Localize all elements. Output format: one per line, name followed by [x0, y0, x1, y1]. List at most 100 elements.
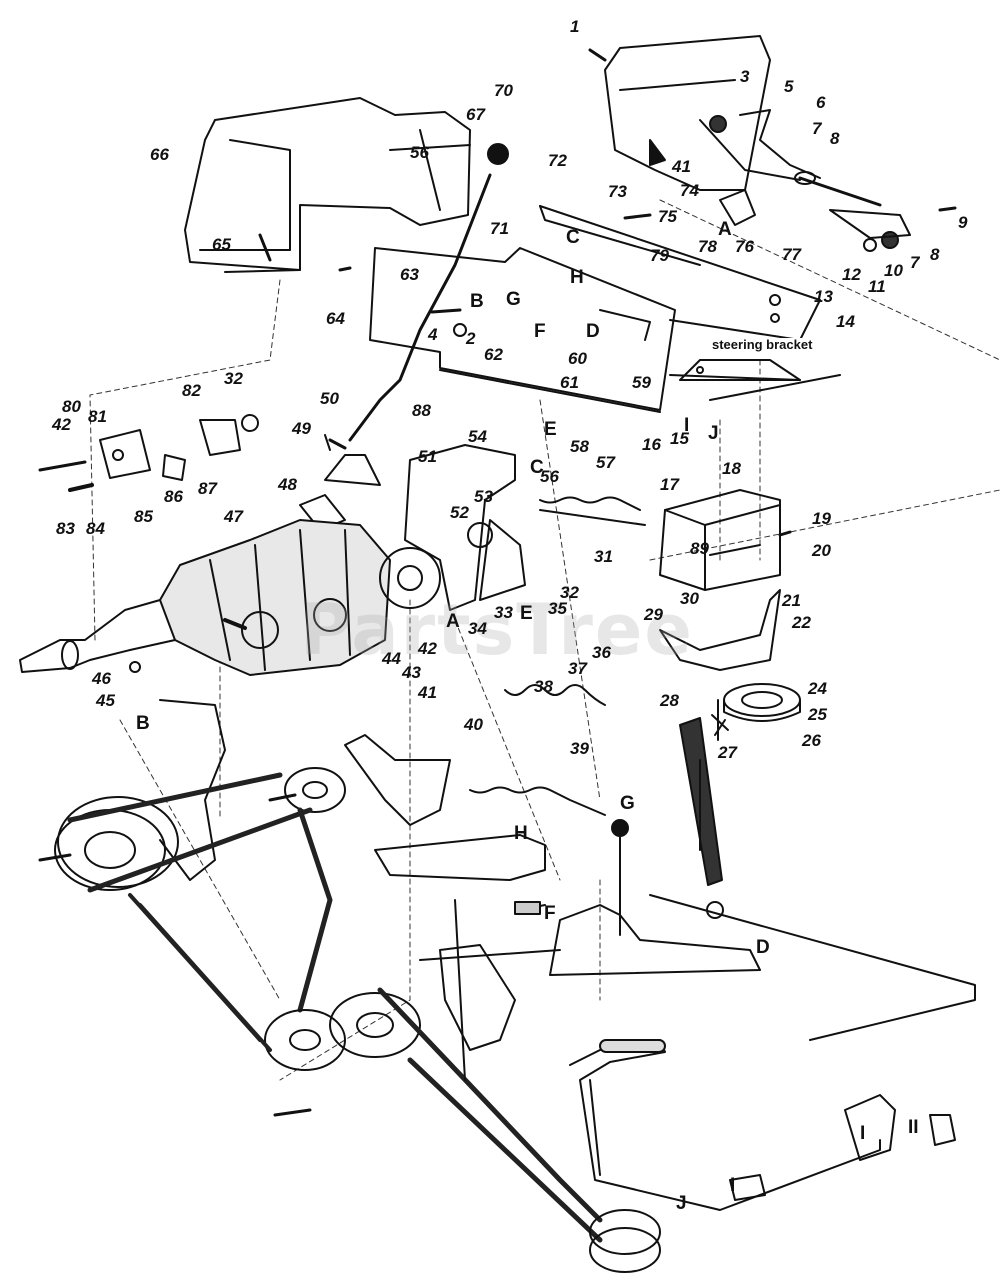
drive-pulleys [54, 699, 661, 1273]
part-label[interactable]: 38 [534, 677, 553, 696]
part-label[interactable]: 31 [594, 547, 613, 566]
part-label[interactable]: 64 [326, 309, 345, 328]
part-label[interactable]: 15 [670, 429, 689, 448]
part-label[interactable]: 43 [402, 663, 421, 682]
part-label[interactable]: 47 [224, 507, 243, 526]
part-label[interactable]: 87 [198, 479, 217, 498]
part-label[interactable]: 2 [466, 329, 476, 348]
part-label[interactable]: 27 [718, 743, 737, 762]
part-label[interactable]: 36 [592, 643, 611, 662]
part-label[interactable]: 35 [548, 599, 567, 618]
part-label[interactable]: 33 [494, 603, 513, 622]
ref-letter-a: A [718, 219, 732, 240]
part-label[interactable]: 80 [62, 397, 81, 416]
ref-letter-e: E [520, 603, 533, 624]
part-label[interactable]: 50 [320, 389, 339, 408]
ref-letter-i: I [860, 1123, 866, 1144]
part-label[interactable]: 79 [650, 246, 669, 265]
part-label[interactable]: 60 [568, 349, 587, 368]
part-label[interactable]: 83 [56, 519, 75, 538]
part-label[interactable]: 42 [418, 639, 437, 658]
part-label[interactable]: 71 [490, 219, 509, 238]
part-label[interactable]: 72 [548, 151, 567, 170]
part-label[interactable]: 44 [382, 649, 401, 668]
part-label[interactable]: 7 [910, 253, 920, 272]
part-label[interactable]: 66 [150, 145, 169, 164]
part-label[interactable]: 9 [958, 213, 968, 232]
part-label[interactable]: 30 [680, 589, 699, 608]
part-label[interactable]: 73 [608, 182, 627, 201]
part-label[interactable]: 84 [86, 519, 105, 538]
ref-letter-ii: II [908, 1117, 919, 1138]
part-label[interactable]: 86 [164, 487, 183, 506]
part-label[interactable]: 22 [792, 613, 811, 632]
part-label[interactable]: 53 [474, 487, 493, 506]
part-label[interactable]: 41 [672, 157, 691, 176]
part-label[interactable]: 24 [808, 679, 827, 698]
part-label[interactable]: 14 [836, 312, 855, 331]
part-label[interactable]: 49 [292, 419, 311, 438]
part-label[interactable]: 46 [92, 669, 111, 688]
part-label[interactable]: 40 [464, 715, 483, 734]
part-label[interactable]: 18 [722, 459, 741, 478]
part-label[interactable]: 17 [660, 475, 679, 494]
part-label[interactable]: 45 [96, 691, 115, 710]
part-label[interactable]: 59 [632, 373, 651, 392]
part-label[interactable]: 56 [540, 467, 559, 486]
part-label[interactable]: 48 [278, 475, 297, 494]
part-label[interactable]: 19 [812, 509, 831, 528]
part-label[interactable]: 7 [812, 119, 822, 138]
part-label[interactable]: 21 [782, 591, 801, 610]
lift-lever [569, 1039, 956, 1211]
part-label[interactable]: 85 [134, 507, 153, 526]
part-label[interactable]: 16 [642, 435, 661, 454]
part-label[interactable]: 89 [690, 539, 709, 558]
part-label[interactable]: 12 [842, 265, 861, 284]
part-label[interactable]: 26 [802, 731, 821, 750]
part-label[interactable]: 61 [560, 373, 579, 392]
part-label[interactable]: 10 [884, 261, 903, 280]
part-label[interactable]: 63 [400, 265, 419, 284]
part-label[interactable]: 58 [570, 437, 589, 456]
part-label[interactable]: 34 [468, 619, 487, 638]
part-label[interactable]: 6 [816, 93, 826, 112]
part-label[interactable]: 25 [808, 705, 827, 724]
part-label[interactable]: 78 [698, 237, 717, 256]
part-label[interactable]: 32 [560, 583, 579, 602]
part-label[interactable]: 29 [644, 605, 663, 624]
part-label[interactable]: 56 [410, 143, 429, 162]
part-label[interactable]: 77 [782, 245, 801, 264]
ref-letter-h: H [570, 267, 584, 288]
part-label[interactable]: 8 [930, 245, 940, 264]
part-label[interactable]: 81 [88, 407, 107, 426]
part-label[interactable]: 51 [418, 447, 437, 466]
part-label[interactable]: 5 [784, 77, 794, 96]
part-label[interactable]: 8 [830, 129, 840, 148]
part-label[interactable]: 52 [450, 503, 469, 522]
part-label[interactable]: 82 [182, 381, 201, 400]
part-label[interactable]: 13 [814, 287, 833, 306]
part-label[interactable]: 1 [570, 17, 580, 36]
part-label[interactable]: 57 [596, 453, 615, 472]
steering-bracket-label: steering bracket [712, 337, 813, 352]
part-label[interactable]: 65 [212, 235, 231, 254]
part-label[interactable]: 3 [740, 67, 750, 86]
part-label[interactable]: 28 [660, 691, 679, 710]
part-label[interactable]: 62 [484, 345, 503, 364]
part-label[interactable]: 74 [680, 181, 699, 200]
part-label[interactable]: 42 [52, 415, 71, 434]
part-label[interactable]: 39 [570, 739, 589, 758]
frame-plates [369, 205, 841, 413]
part-label[interactable]: 41 [418, 683, 437, 702]
part-label[interactable]: 70 [494, 81, 513, 100]
part-label[interactable]: 54 [468, 427, 487, 446]
part-label[interactable]: 76 [735, 237, 754, 256]
part-label[interactable]: 11 [868, 277, 886, 296]
part-label[interactable]: 67 [466, 105, 485, 124]
part-label[interactable]: 37 [568, 659, 587, 678]
part-label[interactable]: 4 [428, 325, 438, 344]
part-label[interactable]: 32 [224, 369, 243, 388]
part-label[interactable]: 75 [658, 207, 677, 226]
part-label[interactable]: 88 [412, 401, 431, 420]
part-label[interactable]: 20 [812, 541, 831, 560]
